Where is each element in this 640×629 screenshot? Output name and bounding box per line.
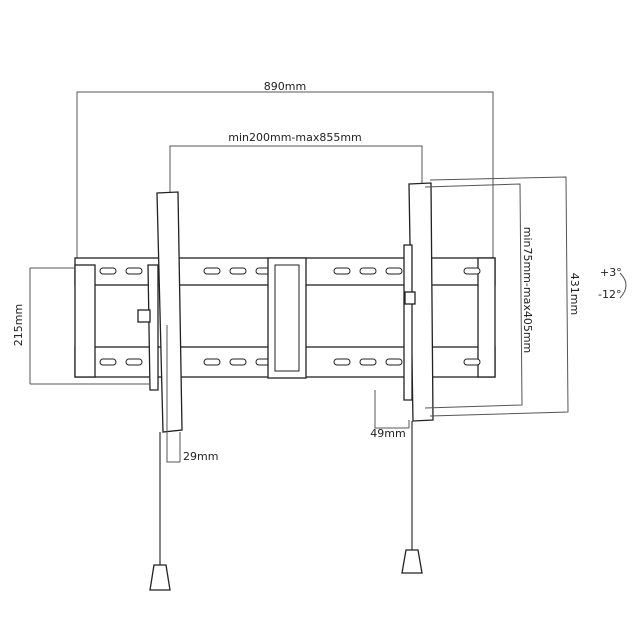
rail-slot <box>229 267 247 275</box>
label-vesa-vertical: min75mm-max405mm <box>521 227 534 354</box>
rail-slot <box>125 358 143 366</box>
label-tilt-down: -12° <box>598 288 621 301</box>
rail-slot <box>359 358 377 366</box>
label-431mm: 431mm <box>568 273 581 315</box>
rail-slot <box>385 358 403 366</box>
rail-slot <box>463 267 481 275</box>
left-cord-weight <box>149 564 171 591</box>
release-cords <box>149 421 423 591</box>
left-bracket <box>137 191 183 433</box>
rail-slot <box>229 358 247 366</box>
rail-slot <box>99 358 117 366</box>
dimension-profile-depth: 29mm <box>166 430 218 463</box>
rail-slot <box>333 358 351 366</box>
label-29mm: 29mm <box>183 450 218 463</box>
label-49mm: 49mm <box>370 427 405 440</box>
rail-slot <box>203 358 221 366</box>
dimension-bracket-depth: 49mm <box>370 390 410 440</box>
label-215mm: 215mm <box>12 304 25 346</box>
dimension-wall-plate-height: 215mm <box>12 267 150 385</box>
rail-slot <box>463 358 481 366</box>
dimension-vesa-horizontal: min200mm-max855mm <box>169 131 423 195</box>
rail-slot <box>125 267 143 275</box>
right-cord-weight <box>401 549 423 574</box>
rail-slot <box>333 267 351 275</box>
label-tilt-up: +3° <box>600 266 622 279</box>
dimension-vesa-vertical: min75mm-max405mm <box>424 183 534 409</box>
label-890mm: 890mm <box>264 80 306 93</box>
rail-slot <box>99 267 117 275</box>
right-bracket <box>403 182 434 422</box>
label-vesa-horizontal: min200mm-max855mm <box>228 131 362 144</box>
rail-slot <box>359 267 377 275</box>
dimension-overall-height: 431mm <box>429 176 581 417</box>
tilt-indicator: +3° -12° <box>598 266 627 301</box>
rail-slot <box>203 267 221 275</box>
rail-slot <box>385 267 403 275</box>
